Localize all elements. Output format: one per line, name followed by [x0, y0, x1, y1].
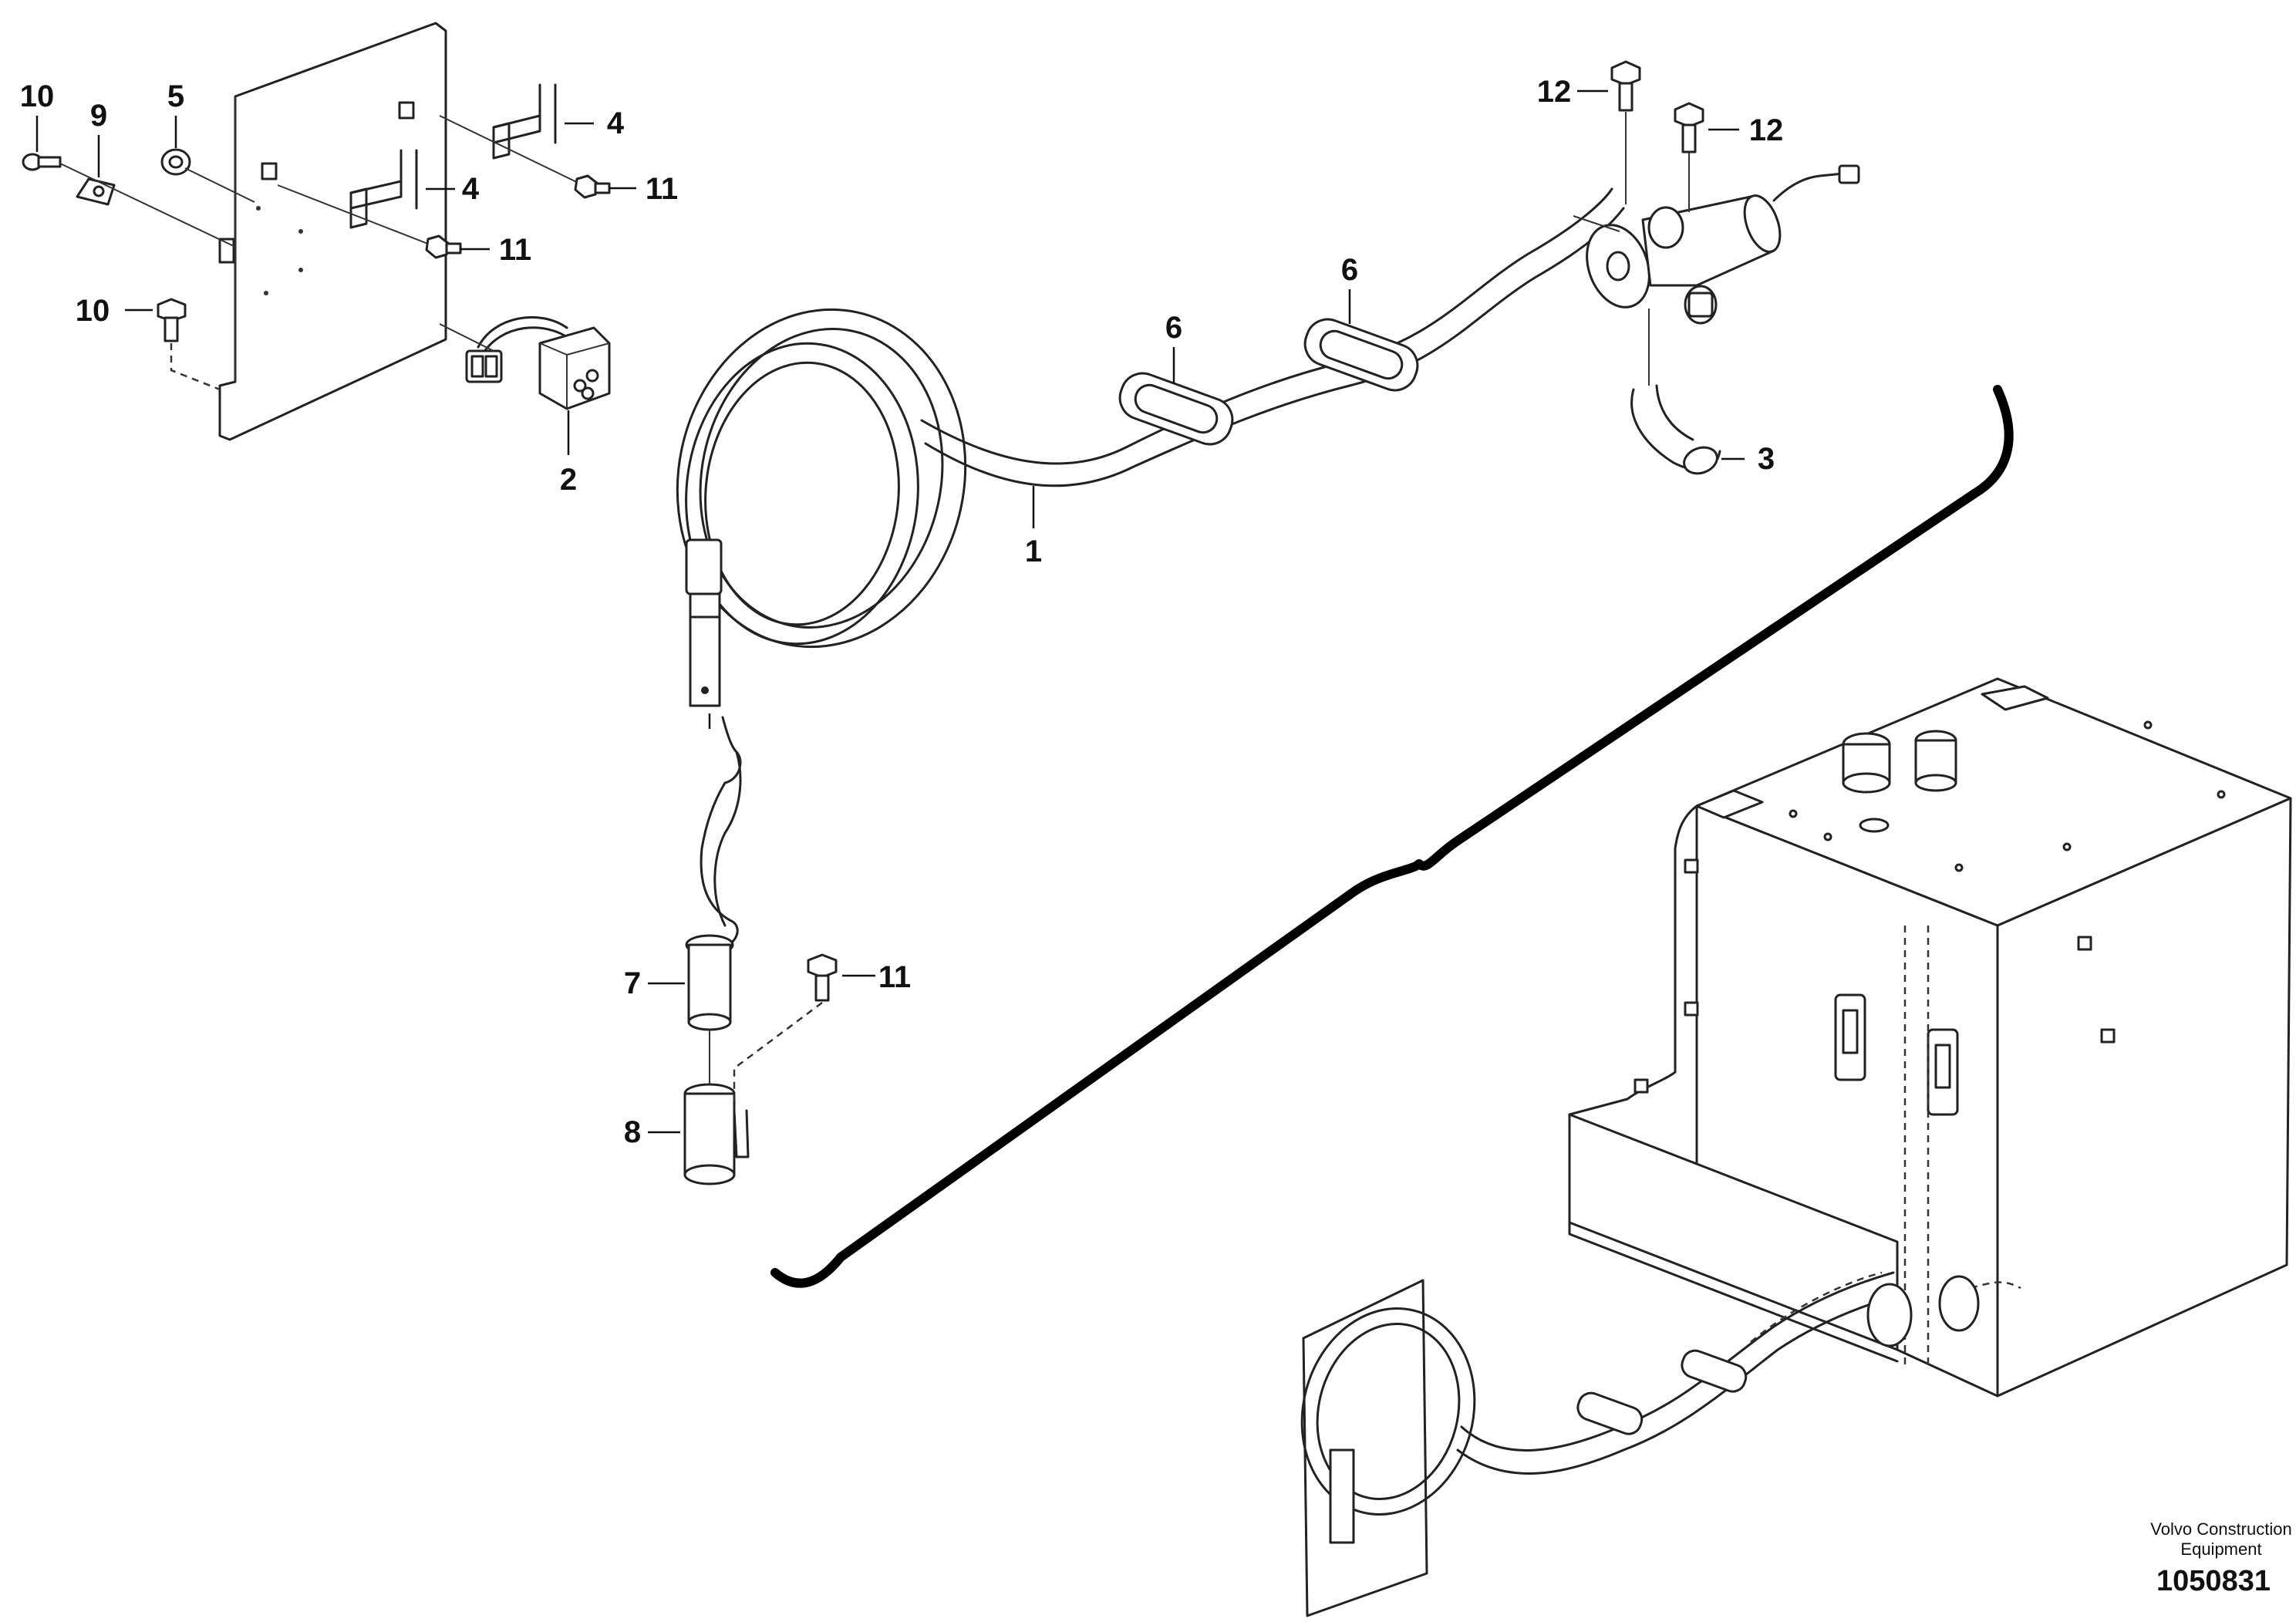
callout-7: 7	[624, 966, 641, 1000]
tank-overview	[1300, 677, 2292, 1617]
part-5-grommet	[160, 116, 191, 176]
part-9-clip	[76, 135, 116, 206]
callout-2: 2	[560, 463, 577, 497]
callout-12-lower: 12	[1749, 113, 1784, 147]
callout-12-upper: 12	[1537, 75, 1572, 109]
part-11-nut-lower	[425, 234, 490, 259]
company-name-line1: Volvo Construction	[2150, 1519, 2291, 1539]
callout-8: 8	[624, 1115, 641, 1149]
callout-10-lower: 10	[76, 294, 110, 328]
pump-assembly	[1573, 164, 1860, 325]
part-12-bolt-left	[1577, 60, 1641, 204]
part-12-bolt-right	[1674, 102, 1739, 212]
part-10-bolt-lower	[125, 298, 221, 391]
detail-brace	[770, 385, 2014, 1288]
callout-6-right: 6	[1341, 253, 1358, 287]
drawing-number: 1050831	[2156, 1565, 2271, 1597]
part-8-holder	[648, 1083, 750, 1185]
part-11-bolt-lower	[733, 953, 875, 1103]
callout-6-left: 6	[1165, 311, 1182, 345]
mounting-bracket-plate	[218, 22, 447, 441]
part-6-grommet-right	[1303, 289, 1419, 392]
callout-4-upper: 4	[607, 106, 625, 140]
callout-3: 3	[1758, 442, 1775, 476]
callout-4-lower: 4	[462, 172, 480, 206]
part-3-elbow-hose	[1630, 309, 1745, 475]
callout-11-upper: 11	[646, 172, 678, 206]
part-6-grommet-left	[1118, 347, 1234, 446]
callout-10-upper: 10	[20, 79, 55, 113]
part-11-nut-upper	[574, 174, 636, 199]
callout-11-middle: 11	[499, 233, 531, 267]
part-10-bolt-top	[22, 116, 62, 171]
part-1-hose-assembly	[676, 187, 1625, 707]
company-name-line2: Equipment	[2180, 1539, 2261, 1559]
part-7-cap-with-chain	[648, 713, 742, 1088]
part-2-relay	[439, 315, 611, 455]
part-4-bracket-upper	[439, 83, 594, 187]
callout-5: 5	[167, 79, 184, 113]
callout-11-lower: 11	[878, 960, 911, 994]
callout-9: 9	[90, 99, 107, 133]
callout-1: 1	[1025, 534, 1042, 568]
part-4-bracket-lower	[277, 149, 455, 248]
